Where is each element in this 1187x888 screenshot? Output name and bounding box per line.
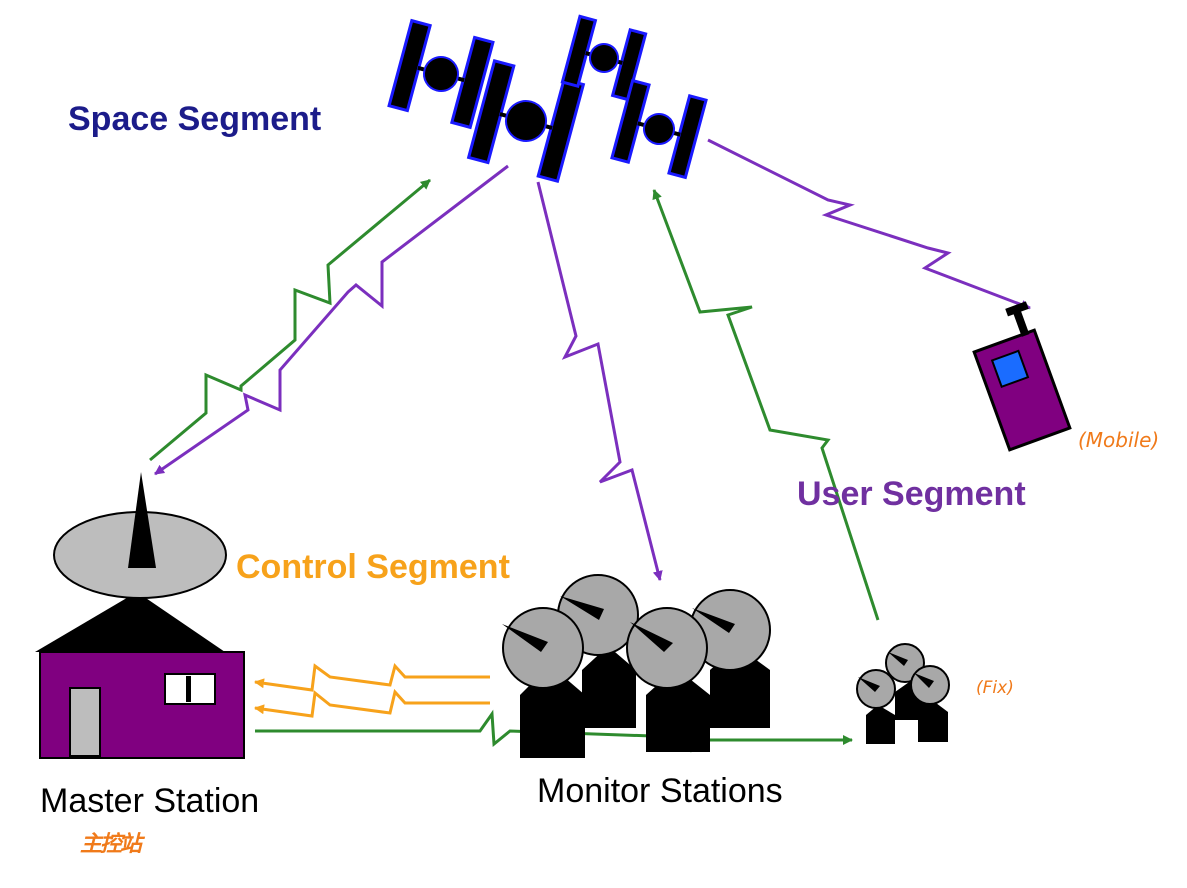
downlink-satellite-to-monitor — [536, 181, 663, 581]
satellite-1 — [387, 18, 495, 130]
satellite-4 — [610, 78, 708, 180]
data-link-monitor-to-master-2 — [254, 688, 490, 718]
master-station-icon — [35, 472, 245, 759]
downlink-satellite-to-mobile — [707, 138, 1031, 310]
user-segment-label: User Segment — [797, 475, 1026, 513]
monitor-stations-icon — [502, 574, 771, 758]
mobile-receiver-icon — [972, 301, 1072, 452]
fix-receiver-icon — [856, 643, 950, 744]
data-link-monitor-to-master-1 — [254, 662, 490, 692]
downlink-satellite-to-master — [154, 164, 509, 476]
control-segment-label: Control Segment — [236, 548, 510, 586]
link-fix-receiver-to-satellite — [652, 189, 880, 621]
fix-annotation: (Fix) — [976, 678, 1014, 698]
space-segment-label: Space Segment — [68, 100, 322, 138]
mobile-annotation: (Mobile) — [1078, 428, 1160, 452]
satellite-3 — [560, 14, 648, 102]
master-station-label: Master Station — [40, 782, 260, 820]
uplink-master-to-satellite — [149, 178, 431, 462]
monitor-stations-label: Monitor Stations — [537, 772, 783, 810]
satellite-2 — [466, 58, 586, 184]
master-station-handwritten-note: 主控站 — [80, 832, 142, 857]
